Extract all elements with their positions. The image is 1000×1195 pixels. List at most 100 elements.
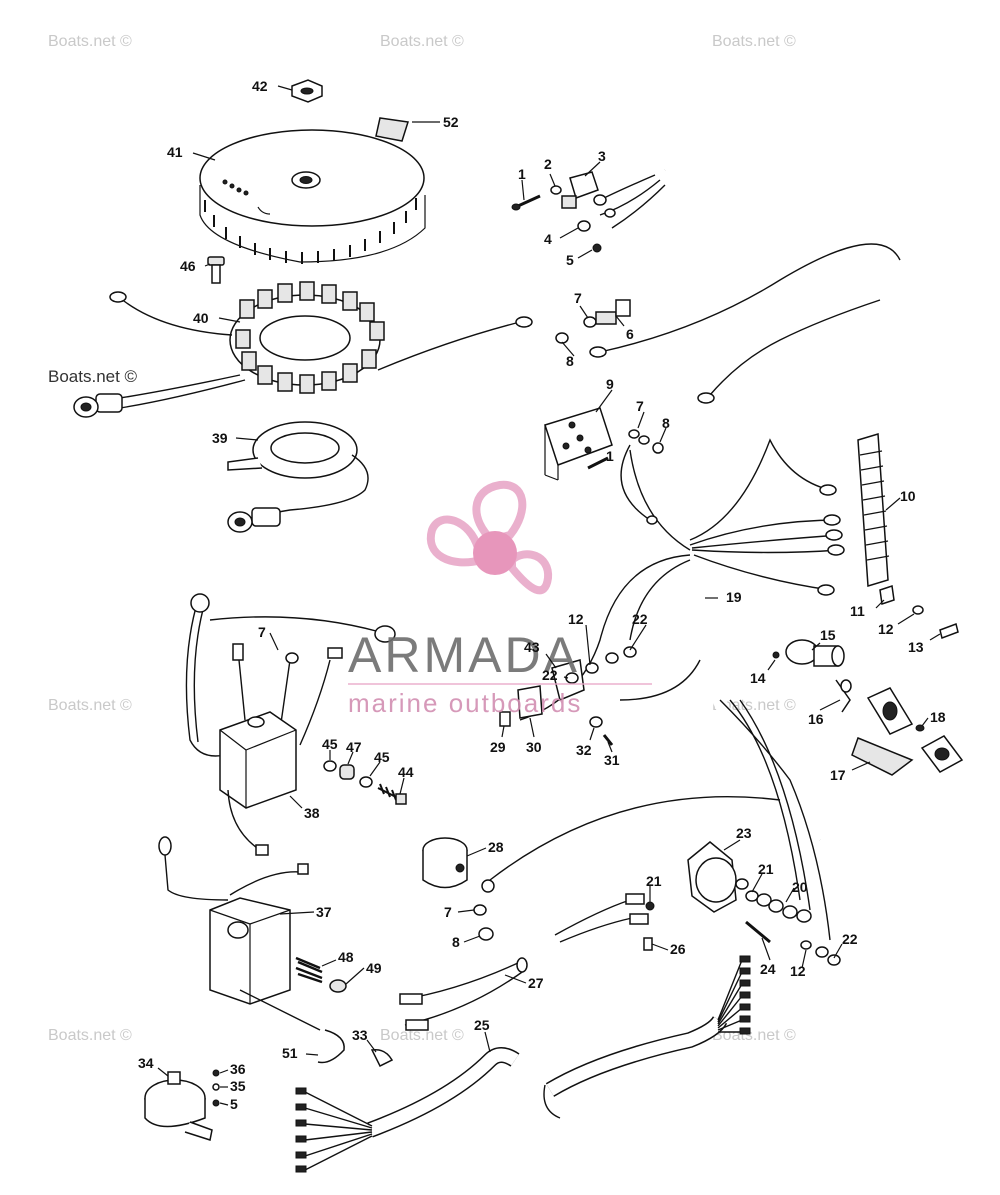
part-label-45: 45 <box>374 749 390 765</box>
watermark: Boats.net © <box>712 1027 796 1044</box>
main-harness <box>481 79 901 941</box>
part-label-17: 17 <box>830 767 846 783</box>
part-label-8: 8 <box>662 415 670 431</box>
switch-assembly <box>511 171 616 253</box>
part-label-7: 7 <box>574 290 582 306</box>
part-label-30: 30 <box>526 739 542 755</box>
part-label-5: 5 <box>230 1096 238 1112</box>
part-label-40: 40 <box>193 310 209 326</box>
part-label-1: 1 <box>518 166 526 182</box>
part-label-18: 18 <box>930 709 946 725</box>
part-label-6: 6 <box>626 326 634 342</box>
part-label-39: 39 <box>212 430 228 446</box>
part-label-8: 8 <box>566 353 574 369</box>
part-label-14: 14 <box>750 670 766 686</box>
part-label-15: 15 <box>820 627 836 643</box>
part-label-5: 5 <box>566 252 574 268</box>
part-label-7: 7 <box>444 904 452 920</box>
part-label-19: 19 <box>726 589 742 605</box>
part-label-22: 22 <box>632 611 648 627</box>
part-label-34: 34 <box>138 1055 154 1071</box>
part-label-20: 20 <box>792 879 808 895</box>
leader-lines <box>157 85 941 1106</box>
part-label-28: 28 <box>488 839 504 855</box>
brand-name: ARMADA <box>348 627 580 683</box>
part-label-11: 11 <box>850 603 865 619</box>
flywheel-nut <box>291 79 323 103</box>
part-label-1: 1 <box>606 448 614 464</box>
part-label-12: 12 <box>568 611 584 627</box>
sensor-unit <box>144 1069 220 1141</box>
part-label-16: 16 <box>808 711 824 727</box>
part-label-38: 38 <box>304 805 320 821</box>
rectifier <box>544 407 664 525</box>
part-label-32: 32 <box>576 742 592 758</box>
decal <box>375 117 409 142</box>
wire-lead <box>554 893 655 951</box>
part-label-29: 29 <box>490 739 506 755</box>
part-label-24: 24 <box>760 961 776 977</box>
part-label-2: 2 <box>544 156 552 172</box>
armada-logo: ARMADA marine outboards <box>348 480 652 718</box>
part-label-8: 8 <box>452 934 460 950</box>
part-label-3: 3 <box>598 148 606 164</box>
part-label-48: 48 <box>338 949 354 965</box>
part-label-12: 12 <box>790 963 806 979</box>
part-label-37: 37 <box>316 904 332 920</box>
part-label-9: 9 <box>606 376 614 392</box>
watermark: Boats.net © <box>380 1027 464 1044</box>
timer-base <box>227 421 369 533</box>
mounting-plate <box>851 687 964 776</box>
part-label-45: 45 <box>322 736 338 752</box>
screw <box>207 256 225 284</box>
brand-tagline: marine outboards <box>348 688 582 718</box>
clamp <box>370 1048 394 1068</box>
part-label-51: 51 <box>282 1045 298 1061</box>
part-label-41: 41 <box>167 144 183 160</box>
sensor-switch <box>555 299 631 344</box>
engine-harness <box>295 955 751 1173</box>
mount-hardware <box>323 760 407 805</box>
part-label-10: 10 <box>900 488 916 504</box>
watermark: Boats.net © <box>712 33 796 50</box>
part-label-44: 44 <box>398 764 414 780</box>
starter-solenoid <box>687 841 841 966</box>
part-label-46: 46 <box>180 258 196 274</box>
part-label-13: 13 <box>908 639 924 655</box>
terminal-block <box>817 433 959 639</box>
part-label-49: 49 <box>366 960 382 976</box>
part-label-33: 33 <box>352 1027 368 1043</box>
part-label-22: 22 <box>542 667 558 683</box>
part-labels: 42 52 41 46 40 39 1 2 3 4 5 7 6 8 9 7 8 … <box>138 78 946 1112</box>
part-label-21: 21 <box>646 873 662 889</box>
ignition-switch <box>772 639 852 713</box>
battery-cable <box>399 957 528 1031</box>
part-label-4: 4 <box>544 231 552 247</box>
watermark: Boats.net © <box>712 697 796 714</box>
relay-bracket <box>499 646 637 746</box>
part-label-22: 22 <box>842 931 858 947</box>
stator <box>73 281 533 418</box>
choke-solenoid <box>422 837 494 941</box>
watermark: Boats.net © <box>48 367 138 386</box>
part-label-27: 27 <box>528 975 544 991</box>
power-pack <box>185 593 396 856</box>
flywheel <box>199 129 426 264</box>
watermark: Boats.net © <box>380 33 464 50</box>
part-label-36: 36 <box>230 1061 246 1077</box>
part-label-31: 31 <box>604 752 620 768</box>
part-label-42: 42 <box>252 78 268 94</box>
watermark: Boats.net © <box>48 1027 132 1044</box>
part-label-12: 12 <box>878 621 894 637</box>
part-label-43: 43 <box>524 639 540 655</box>
watermark: Boats.net © <box>48 697 132 714</box>
part-label-7: 7 <box>636 398 644 414</box>
part-label-52: 52 <box>443 114 459 130</box>
part-label-26: 26 <box>670 941 686 957</box>
watermark-layer: Boats.net © Boats.net © Boats.net © Boat… <box>48 33 796 1044</box>
part-label-47: 47 <box>346 739 362 755</box>
part-label-35: 35 <box>230 1078 246 1094</box>
part-label-25: 25 <box>474 1017 490 1033</box>
part-label-23: 23 <box>736 825 752 841</box>
